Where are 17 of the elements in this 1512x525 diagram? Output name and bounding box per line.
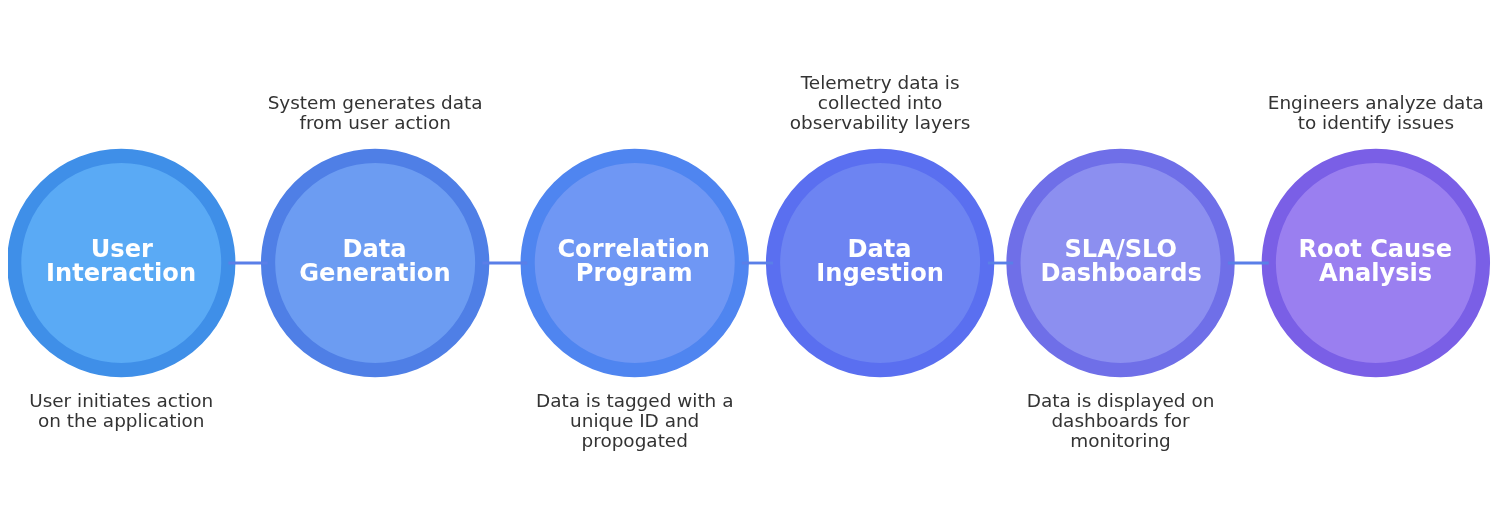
node-circle: Correlation Program (520, 148, 749, 377)
node-label: Data is displayed on dashboards for monitoring (1026, 389, 1215, 451)
connector (987, 261, 1014, 264)
connector (741, 261, 773, 264)
node-label: Data is tagged with a unique ID and propogated (536, 389, 734, 451)
node-label: System generates data from user action (267, 91, 483, 133)
connector (1227, 261, 1269, 264)
node-label: Telemetry data is collected into observability layers (789, 71, 971, 133)
node-label: Engineers analyze data to identify issues (1267, 91, 1484, 133)
node-circle: Data Generation (260, 148, 490, 377)
node-circle: User Interaction (8, 148, 236, 377)
node-circle: SLA/SLO Dashboards (1006, 148, 1235, 377)
node-circle: Root Cause Analysis (1261, 148, 1491, 377)
connector (228, 261, 268, 264)
node-circle: Data Ingestion (765, 148, 995, 377)
connector (482, 261, 528, 264)
node-label: User initiates action on the application (29, 389, 214, 431)
